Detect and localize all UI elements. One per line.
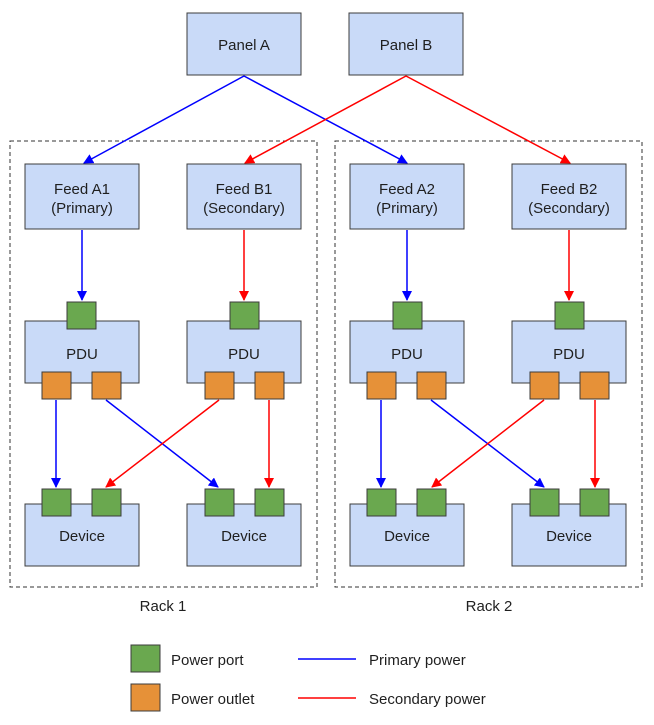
power-port [66, 301, 97, 330]
feed-b1-role: (Secondary) [203, 200, 285, 217]
device-label: Device [546, 528, 592, 545]
legend-secondary-label: Secondary power [369, 691, 486, 708]
pdu-label: PDU [228, 346, 260, 363]
panel-a: Panel A [186, 12, 302, 76]
panel-a-label: Panel A [218, 37, 270, 54]
device: Device [24, 488, 140, 567]
power-outlet [416, 371, 447, 400]
device-label: Device [384, 528, 430, 545]
device: Device [511, 488, 627, 567]
rack-1: Feed A1 (Primary) Feed B1 (Secondary) PD… [24, 163, 302, 615]
rack-2: Feed A2 (Primary) Feed B2 (Secondary) PD… [349, 163, 627, 615]
panel-b-to-feed-b2 [405, 75, 571, 164]
power-port [529, 488, 560, 517]
device: Device [186, 488, 302, 567]
rack-1-boundary [9, 140, 318, 588]
rack-1-label: Rack 1 [140, 598, 187, 615]
rack-2-boundary [334, 140, 643, 588]
power-outlet [41, 371, 72, 400]
pdu-b-to-device-1 [431, 399, 545, 488]
power-port [204, 488, 235, 517]
rack-2-label: Rack 2 [466, 598, 513, 615]
feed-a2-name: Feed A2 [379, 181, 435, 198]
feed-a1: Feed A1 (Primary) [24, 163, 140, 230]
feed-a1-name: Feed A1 [54, 181, 110, 198]
power-port [554, 301, 585, 330]
pdu-b-to-device-1 [105, 399, 220, 488]
pdu-label: PDU [391, 346, 423, 363]
pdu-label: PDU [553, 346, 585, 363]
power-port [229, 301, 260, 330]
feed-a1-role: (Primary) [51, 200, 113, 217]
power-outlet [366, 371, 397, 400]
legend-port-swatch [130, 644, 161, 673]
power-port [366, 488, 397, 517]
device-label: Device [221, 528, 267, 545]
power-port [254, 488, 285, 517]
pdu-primary: PDU [24, 301, 140, 400]
legend: Power port Power outlet Primary power Se… [130, 644, 486, 712]
feed-a2-role: (Primary) [376, 200, 438, 217]
device-label: Device [59, 528, 105, 545]
pdu-secondary: PDU [511, 301, 627, 400]
pdu-primary: PDU [349, 301, 465, 400]
power-port [41, 488, 72, 517]
power-outlet [529, 371, 560, 400]
legend-primary-label: Primary power [369, 652, 466, 669]
power-outlet [254, 371, 285, 400]
legend-outlet-label: Power outlet [171, 691, 255, 708]
feed-a2: Feed A2 (Primary) [349, 163, 465, 230]
power-port [416, 488, 447, 517]
panel-b-label: Panel B [380, 37, 433, 54]
feed-b1-name: Feed B1 [216, 181, 273, 198]
feed-b1: Feed B1 (Secondary) [186, 163, 302, 230]
feed-b2-name: Feed B2 [541, 181, 598, 198]
legend-outlet-swatch [130, 683, 161, 712]
power-port [91, 488, 122, 517]
pdu-secondary: PDU [186, 301, 302, 400]
legend-port-label: Power port [171, 652, 244, 669]
panel-a-to-feed-a1 [83, 75, 245, 164]
panel-b: Panel B [348, 12, 464, 76]
panel-b-to-feed-b1 [244, 75, 407, 164]
power-port [392, 301, 423, 330]
power-outlet [579, 371, 610, 400]
power-outlet [204, 371, 235, 400]
device: Device [349, 488, 465, 567]
feed-b2-role: (Secondary) [528, 200, 610, 217]
feed-b2: Feed B2 (Secondary) [511, 163, 627, 230]
pdu-label: PDU [66, 346, 98, 363]
power-port [579, 488, 610, 517]
power-outlet [91, 371, 122, 400]
